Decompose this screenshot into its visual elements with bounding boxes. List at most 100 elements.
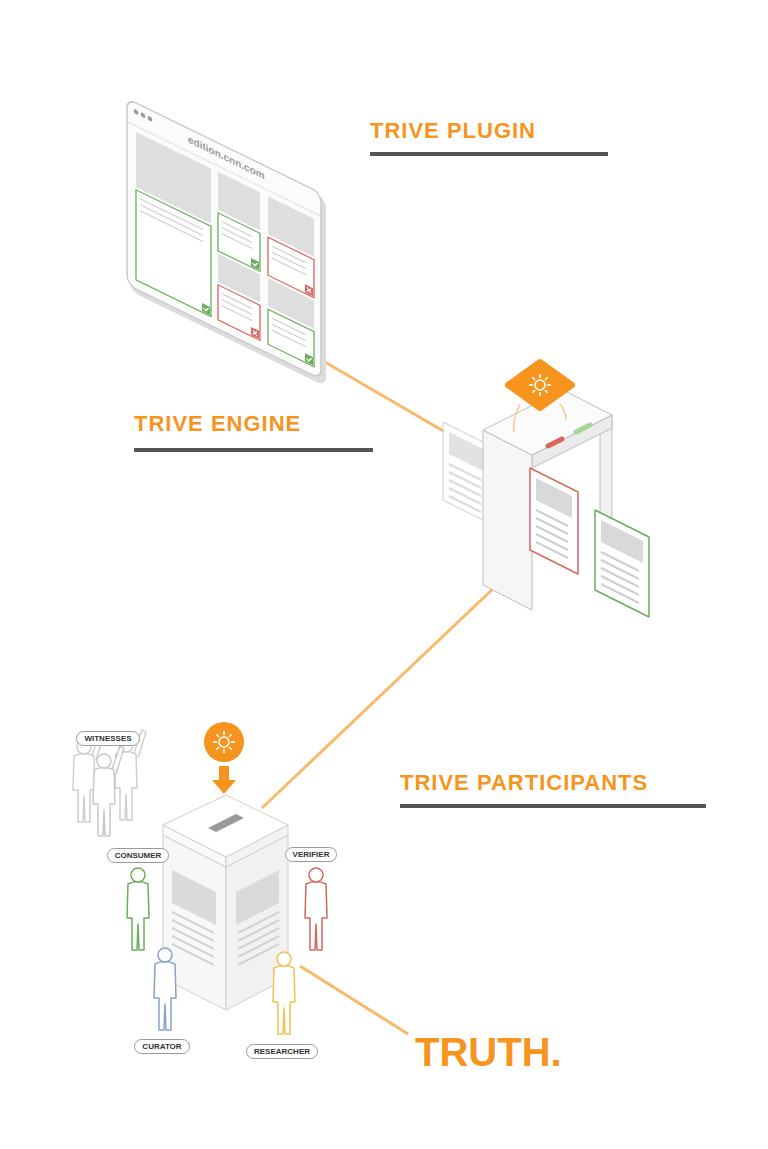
gate-light-green xyxy=(576,425,590,432)
card-text-line xyxy=(140,211,203,242)
content-card xyxy=(218,285,260,340)
check-mark xyxy=(204,306,209,312)
box-top xyxy=(163,795,288,857)
icon-diamond xyxy=(508,362,572,408)
role-name: CURATOR xyxy=(142,1042,181,1051)
truth-heading: TRUTH. xyxy=(415,1030,562,1075)
document-text-line xyxy=(601,552,639,571)
person-figure xyxy=(93,746,124,836)
person-figure xyxy=(273,952,295,1034)
sun-ray xyxy=(532,377,535,380)
section-heading: TRIVE PLUGIN xyxy=(370,118,536,144)
flow-line xyxy=(318,358,445,432)
ballot-slot xyxy=(208,814,244,832)
engine-icon xyxy=(508,362,572,432)
card-text-line xyxy=(222,234,252,249)
browser-window: edition.cnn.com xyxy=(126,97,324,384)
sun-ray xyxy=(229,734,232,737)
sun-ray xyxy=(229,747,232,750)
document-text-line xyxy=(449,480,481,496)
gate-light-red xyxy=(548,439,562,446)
verdict-badge xyxy=(251,327,259,339)
person-figure xyxy=(127,868,149,950)
document-card xyxy=(595,510,649,617)
sun-ray xyxy=(223,749,225,753)
sun-ray xyxy=(532,390,535,393)
card-text-line xyxy=(222,222,252,237)
verdict-badge xyxy=(305,353,313,365)
sun-ray xyxy=(216,734,219,737)
check-mark xyxy=(307,356,312,362)
role-tag: CONSUMER xyxy=(107,848,170,863)
document-text-line xyxy=(536,526,568,542)
role-name: RESEARCHER xyxy=(254,1047,310,1056)
cross-mark xyxy=(307,287,311,293)
ballot-box xyxy=(163,795,288,1010)
section-heading: TRIVE ENGINE xyxy=(134,411,301,437)
section-heading: TRIVE PARTICIPANTS xyxy=(400,770,648,796)
document-image xyxy=(601,520,643,563)
document-text-line xyxy=(449,464,481,480)
flow-line xyxy=(300,966,408,1034)
person-body xyxy=(73,754,95,823)
sun-ray xyxy=(231,741,235,743)
box-doc-image xyxy=(172,870,216,925)
person-head xyxy=(277,952,291,966)
heading-underline xyxy=(400,804,706,808)
person-figure xyxy=(305,868,327,950)
document-text-line xyxy=(449,488,481,504)
person-head xyxy=(309,868,323,882)
sun-ray xyxy=(547,384,551,386)
person-body xyxy=(154,962,176,1031)
sun-ray xyxy=(545,377,548,380)
browser-frame xyxy=(126,97,324,384)
document-text-line xyxy=(449,496,481,512)
role-name: VERIFIER xyxy=(293,850,330,859)
role-name: WITNESSES xyxy=(84,734,131,743)
sun-ray xyxy=(216,747,219,750)
verdict-badge xyxy=(202,303,210,315)
browser-body xyxy=(127,98,321,379)
person-head xyxy=(158,948,172,962)
window-dot xyxy=(141,112,146,119)
document-text-line xyxy=(601,560,639,579)
sun-ray xyxy=(213,741,217,743)
person-head xyxy=(97,754,111,768)
vote-arrow xyxy=(212,766,236,794)
person-body xyxy=(127,882,149,951)
document-text-line xyxy=(536,518,568,534)
box-doc-line xyxy=(238,944,279,965)
verdict-badge xyxy=(305,284,313,296)
sun-core xyxy=(219,737,229,747)
person-body xyxy=(273,966,295,1035)
card-text-line xyxy=(140,205,203,236)
sun-core xyxy=(535,380,545,390)
document-text-line xyxy=(536,542,568,558)
document-text-line xyxy=(601,568,639,587)
document-text-line xyxy=(536,534,568,550)
document-text-line xyxy=(601,576,639,595)
vote-icon xyxy=(204,722,244,794)
heading-underline xyxy=(134,448,373,452)
window-dot xyxy=(134,108,139,115)
check-mark xyxy=(253,261,258,267)
person-figure xyxy=(154,948,176,1030)
sun-ray xyxy=(539,374,541,378)
role-tag: VERIFIER xyxy=(285,847,338,862)
document-text-line xyxy=(449,472,481,488)
person-head xyxy=(131,868,145,882)
person-body xyxy=(93,768,115,837)
document-sheet xyxy=(530,468,578,574)
role-name: CONSUMER xyxy=(115,851,162,860)
box-doc-line xyxy=(172,944,214,965)
sun-ray xyxy=(223,731,225,735)
card-text-line xyxy=(272,330,306,347)
window-dot xyxy=(148,115,153,122)
gate-left-pillar xyxy=(483,430,532,610)
sun-ray xyxy=(545,390,548,393)
document-text-line xyxy=(536,510,568,526)
document-sheet xyxy=(595,510,649,617)
engine-gate xyxy=(483,390,612,610)
